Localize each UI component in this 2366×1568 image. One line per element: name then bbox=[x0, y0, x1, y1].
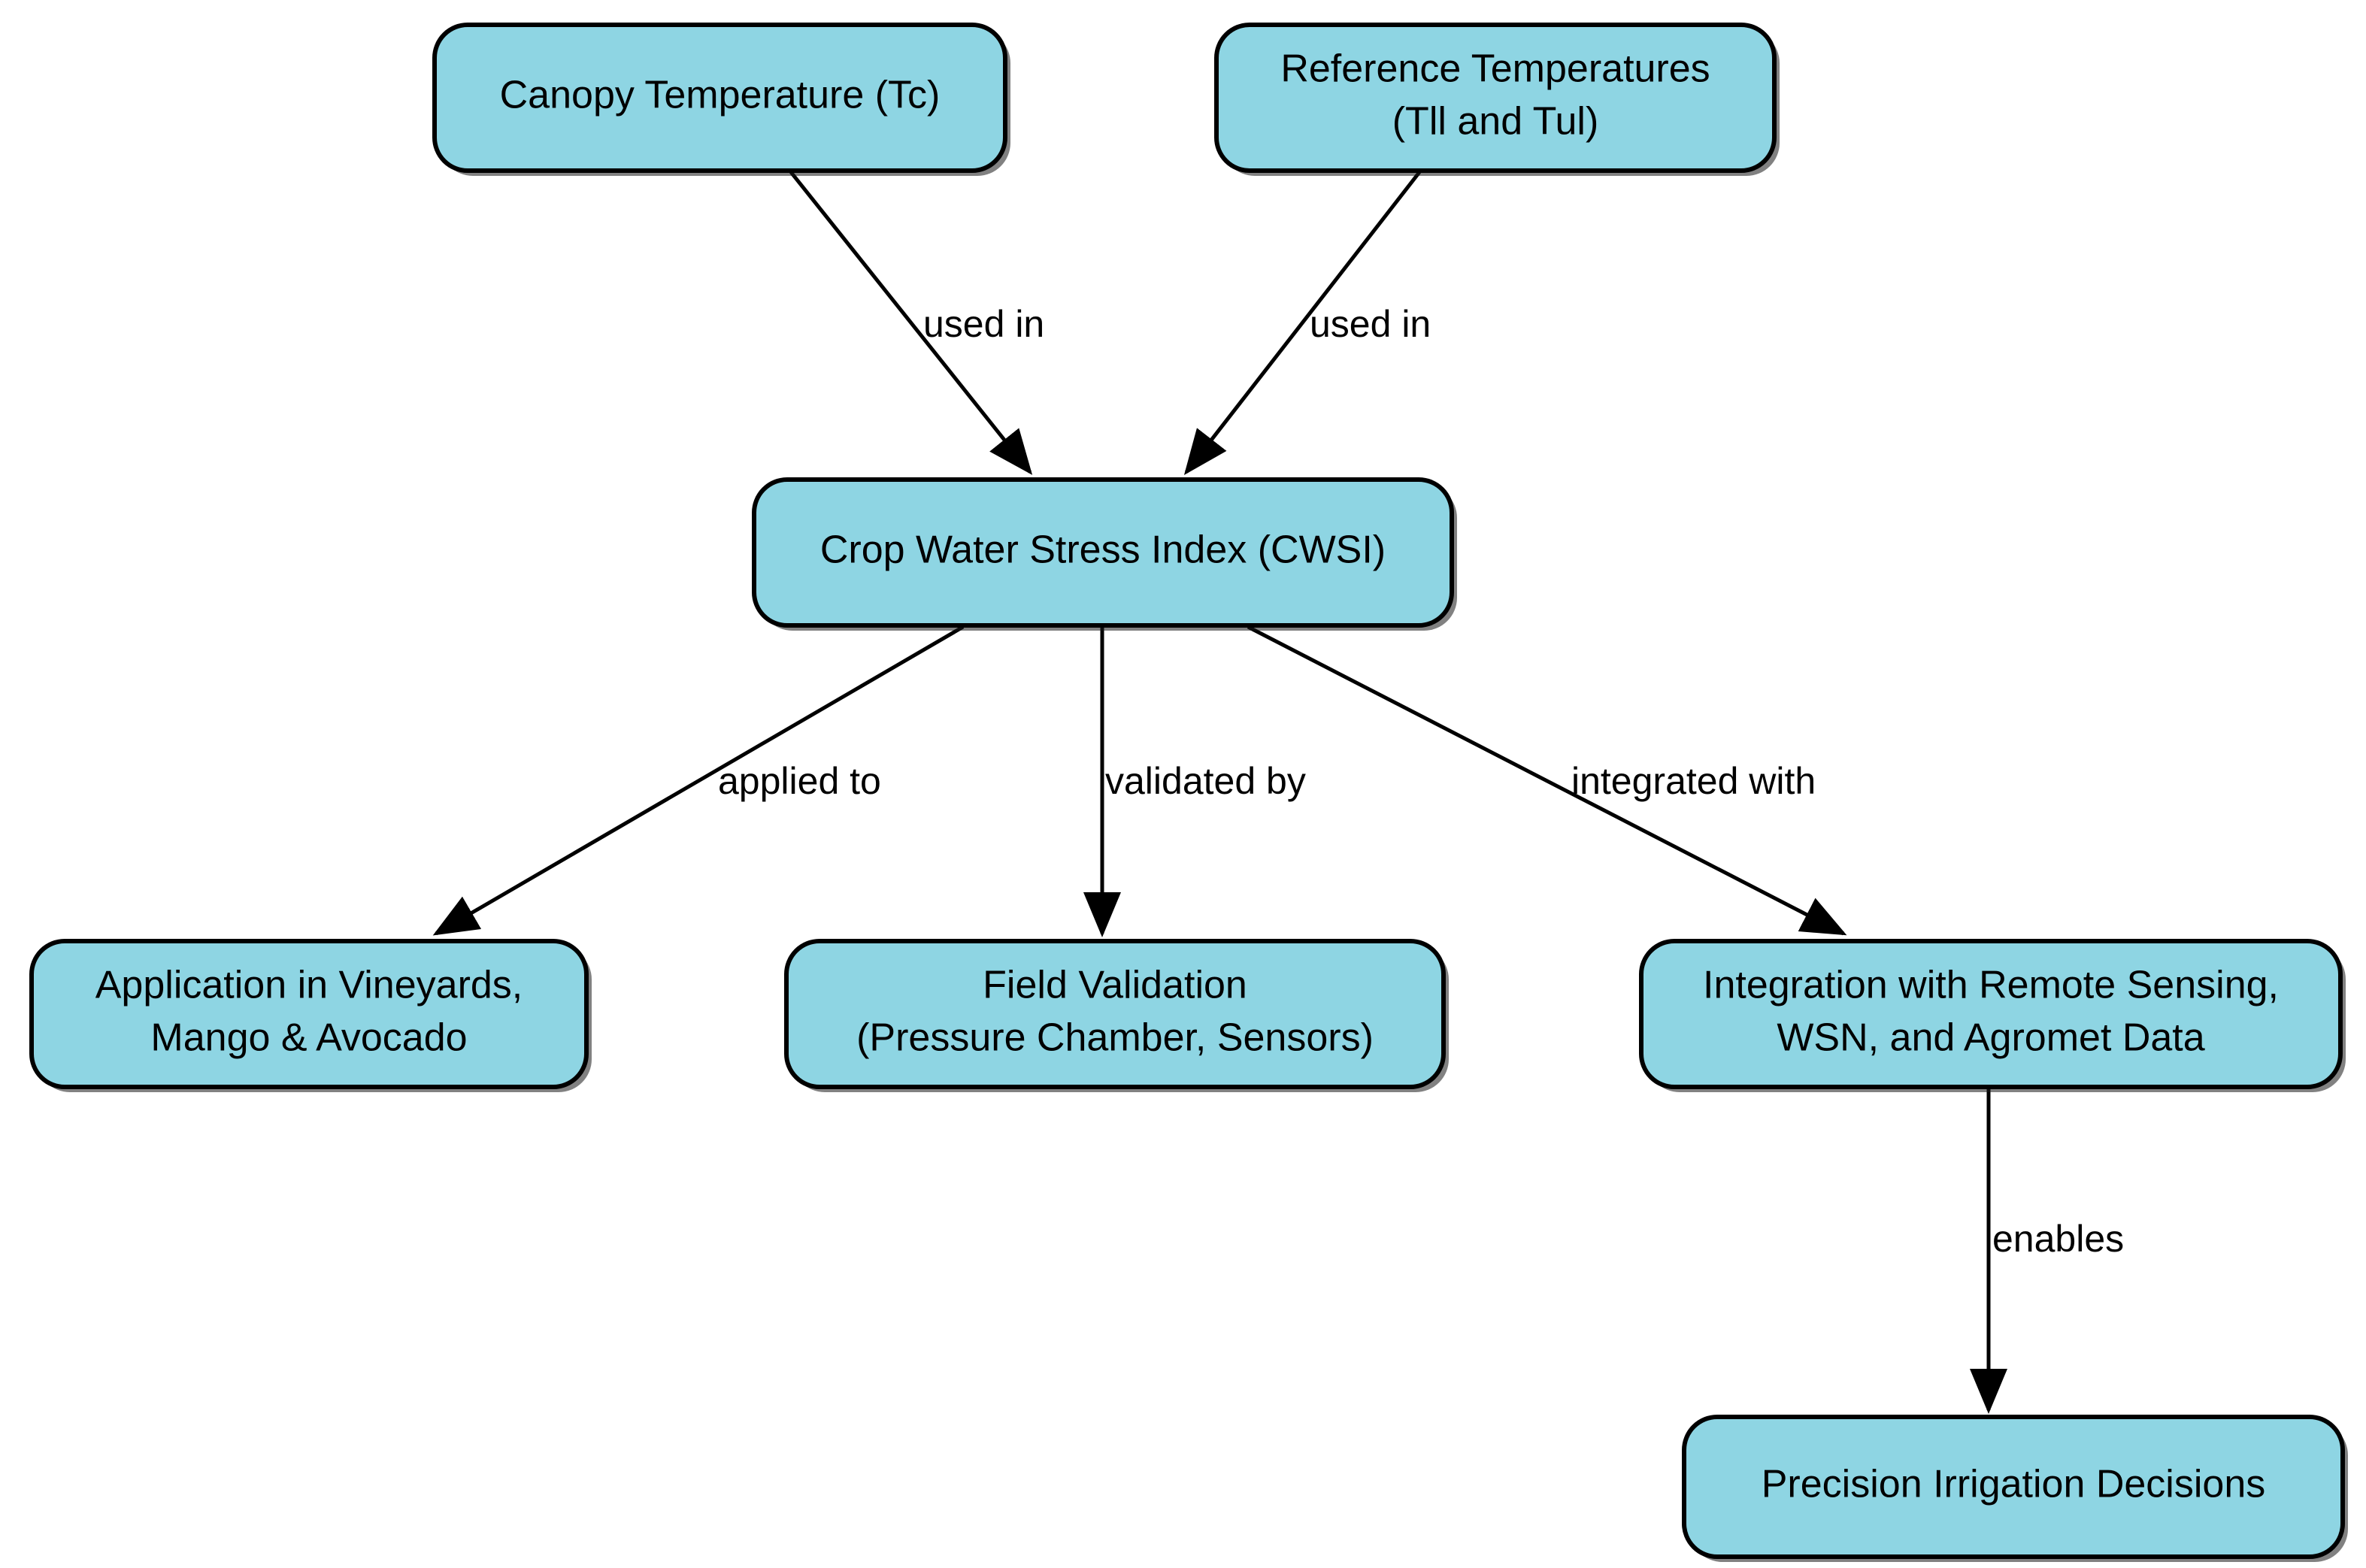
node-box[interactable] bbox=[1639, 939, 2343, 1089]
edge-label-reference-to-cwsi: used in bbox=[1310, 303, 1431, 345]
node-label-line: Crop Water Stress Index (CWSI) bbox=[820, 528, 1386, 572]
edge-canopy-to-cwsi bbox=[789, 171, 1033, 475]
node-box[interactable] bbox=[752, 477, 1454, 628]
edges-layer bbox=[432, 171, 2007, 1414]
node-label-line: WSN, and Agromet Data bbox=[1777, 1016, 2204, 1060]
node-label-line: (Pressure Chamber, Sensors) bbox=[856, 1016, 1374, 1060]
edge-labels-layer: used in used in applied to validated by inte… bbox=[718, 303, 2124, 1260]
node-box[interactable] bbox=[29, 939, 589, 1089]
nodes-layer: Canopy Temperature (Tc) Reference Tempera… bbox=[29, 23, 2348, 1562]
node-label-line: Precision Irrigation Decisions bbox=[1762, 1463, 2266, 1506]
edge-cwsi-to-application bbox=[432, 625, 965, 936]
edge-reference-to-cwsi bbox=[1183, 171, 1421, 475]
edge-line bbox=[1183, 171, 1421, 475]
node-canopy_temperature[interactable]: Canopy Temperature (Tc) bbox=[432, 23, 1010, 176]
node-label-line: Canopy Temperature (Tc) bbox=[500, 74, 941, 117]
edge-label-integration-to-precision: enables bbox=[1992, 1218, 2124, 1260]
edge-label-cwsi-to-application: applied to bbox=[718, 760, 881, 802]
node-box[interactable] bbox=[432, 23, 1007, 173]
node-box[interactable] bbox=[1682, 1415, 2345, 1559]
node-reference_temperatures[interactable]: Reference Temperatures (Tll and Tul) bbox=[1214, 23, 1780, 176]
node-label-line: Mango & Avocado bbox=[150, 1016, 467, 1060]
edge-line bbox=[789, 171, 1033, 475]
node-label-line: Reference Temperatures bbox=[1280, 47, 1710, 91]
edge-cwsi-to-integration bbox=[1247, 625, 1847, 936]
node-box[interactable] bbox=[1214, 23, 1777, 173]
edge-line bbox=[432, 625, 965, 936]
node-box[interactable] bbox=[784, 939, 1446, 1089]
node-label-line: Application in Vineyards, bbox=[95, 964, 523, 1007]
edge-label-cwsi-to-integration: integrated with bbox=[1571, 760, 1816, 802]
node-precision_irrigation[interactable]: Precision Irrigation Decisions bbox=[1682, 1415, 2348, 1562]
edge-line bbox=[1247, 625, 1847, 936]
edge-label-cwsi-to-validation: validated by bbox=[1105, 760, 1306, 802]
node-field_validation[interactable]: Field Validation (Pressure Chamber, Senso… bbox=[784, 939, 1449, 1092]
node-label-line: Field Validation bbox=[983, 964, 1247, 1007]
node-label-line: Integration with Remote Sensing, bbox=[1703, 964, 2279, 1007]
node-integration_remote_sensing[interactable]: Integration with Remote Sensing, WSN, and… bbox=[1639, 939, 2346, 1092]
edge-label-canopy-to-cwsi: used in bbox=[923, 303, 1044, 345]
node-application_vineyards[interactable]: Application in Vineyards, Mango & Avocado bbox=[29, 939, 592, 1092]
node-label-line: (Tll and Tul) bbox=[1392, 100, 1599, 144]
node-crop_water_stress_index[interactable]: Crop Water Stress Index (CWSI) bbox=[752, 477, 1457, 631]
